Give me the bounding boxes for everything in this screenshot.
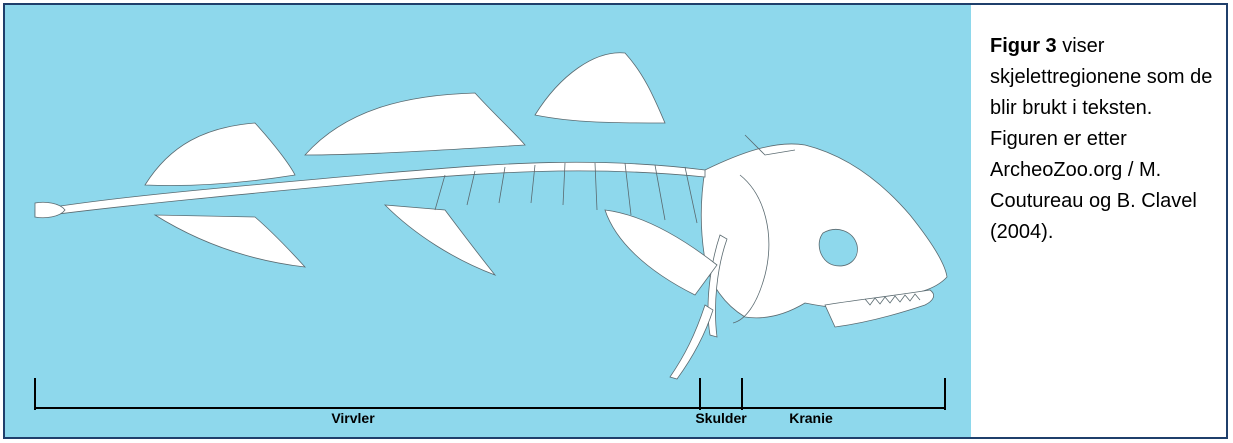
region-label-cranium: Kranie (789, 410, 833, 426)
dorsal-fin-3 (145, 123, 295, 186)
pectoral-fin (605, 210, 717, 295)
fish-skeleton (35, 53, 947, 379)
region-scale (35, 378, 945, 410)
dorsal-fin-2 (305, 93, 525, 155)
region-label-shoulder: Skulder (695, 410, 746, 426)
vertebral-column (35, 162, 705, 217)
fish-skeleton-illustration (5, 5, 971, 437)
tail (35, 202, 65, 217)
figure-caption: Figur 3 viser skjelettregionene som de b… (990, 31, 1220, 248)
figure-frame: Virvler Skulder Kranie Figur 3 viser skj… (3, 3, 1228, 439)
caption-text: viser skjelettregionene som de blir bruk… (990, 35, 1212, 243)
pelvic-fin (670, 305, 713, 379)
region-label-vertebrae: Virvler (331, 410, 374, 426)
anal-fin-1 (385, 205, 495, 275)
figure-reference: Figur 3 (990, 35, 1057, 57)
dorsal-fin-1 (535, 53, 665, 123)
skull (701, 144, 947, 318)
figure-panel: Virvler Skulder Kranie (5, 5, 971, 437)
anal-fin-2 (155, 215, 305, 267)
